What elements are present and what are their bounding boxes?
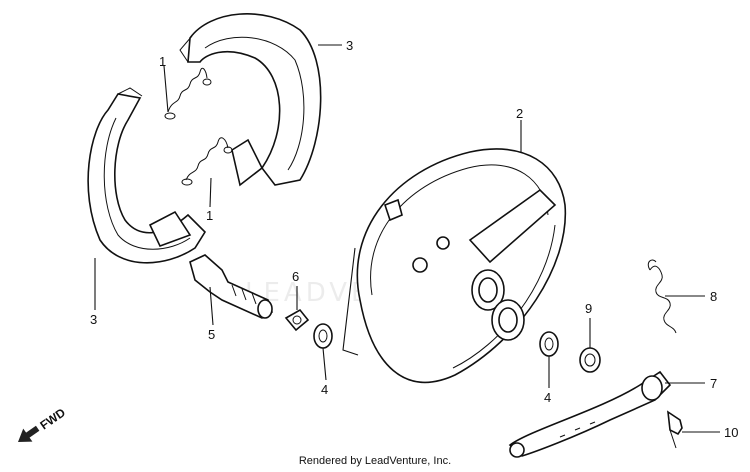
callout-4-left: 4 (321, 382, 328, 397)
callout-10: 10 (724, 425, 738, 440)
seal-right (539, 331, 559, 357)
indicator-plate (284, 308, 310, 332)
callouts: 1 1 2 3 3 4 4 5 6 7 8 9 10 (90, 38, 738, 440)
brake-panel (356, 148, 567, 384)
callout-2: 2 (516, 106, 523, 121)
washer (579, 347, 601, 373)
brake-shoe-lower (87, 87, 207, 264)
return-spring (647, 259, 677, 334)
footer-credit: Rendered by LeadVenture, Inc. (298, 455, 452, 467)
callout-1-mid: 1 (206, 208, 213, 223)
callout-3-left: 3 (90, 312, 97, 327)
callout-7: 7 (710, 376, 717, 391)
callout-8: 8 (710, 289, 717, 304)
callout-4-right: 4 (544, 390, 551, 405)
callout-1-top: 1 (159, 54, 166, 69)
leader-lines (94, 44, 720, 433)
brake-shoe-upper (179, 13, 322, 187)
callout-3-top: 3 (346, 38, 353, 53)
spring-upper (164, 67, 212, 120)
callout-9: 9 (585, 301, 592, 316)
bolt (667, 410, 683, 449)
spring-lower (181, 137, 233, 186)
direction-label: FWD (37, 405, 68, 432)
seal-left (313, 323, 333, 349)
callout-6: 6 (292, 269, 299, 284)
callout-5: 5 (208, 327, 215, 342)
forward-arrow-icon: FWD (18, 405, 68, 442)
brake-arm (508, 370, 672, 458)
brake-cam (189, 254, 273, 319)
